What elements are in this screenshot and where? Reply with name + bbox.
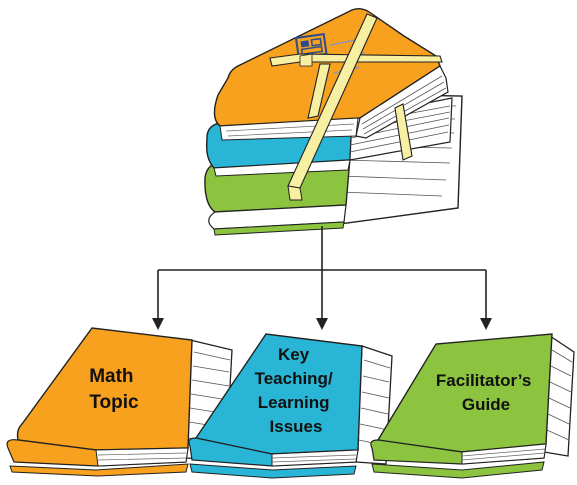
book-facilitators-guide: Facilitator’s Guide — [370, 333, 575, 479]
module-logo-icon — [294, 32, 328, 59]
book-title-facilitators-guide: Facilitator’s Guide — [436, 371, 536, 414]
stack-strap — [269, 13, 443, 201]
book-title-math-topic: Math Topic — [89, 366, 139, 413]
book-title-line: Issues — [270, 417, 323, 436]
book-title-line: Math — [89, 366, 133, 387]
book-title-line: Teaching/ — [255, 369, 333, 388]
arrowheads — [152, 318, 492, 330]
book-title-line: Learning — [258, 393, 330, 412]
book-key-teaching-learning-issues: Key Teaching/ Learning Issues — [188, 333, 393, 479]
book-title-line: Facilitator’s — [436, 371, 531, 390]
book-stack — [204, 7, 463, 236]
arrowhead-middle-icon — [316, 318, 328, 330]
book-title-line: Topic — [89, 392, 139, 413]
book-title-key-teaching-learning-issues: Key Teaching/ Learning Issues — [255, 345, 338, 436]
book-title-line: Key — [278, 345, 310, 364]
book-math-topic: Math Topic — [6, 327, 233, 477]
book-title-line: Guide — [462, 395, 510, 414]
connector-arrows — [157, 226, 487, 320]
arrowhead-left-icon — [152, 318, 164, 330]
arrowhead-right-icon — [480, 318, 492, 330]
